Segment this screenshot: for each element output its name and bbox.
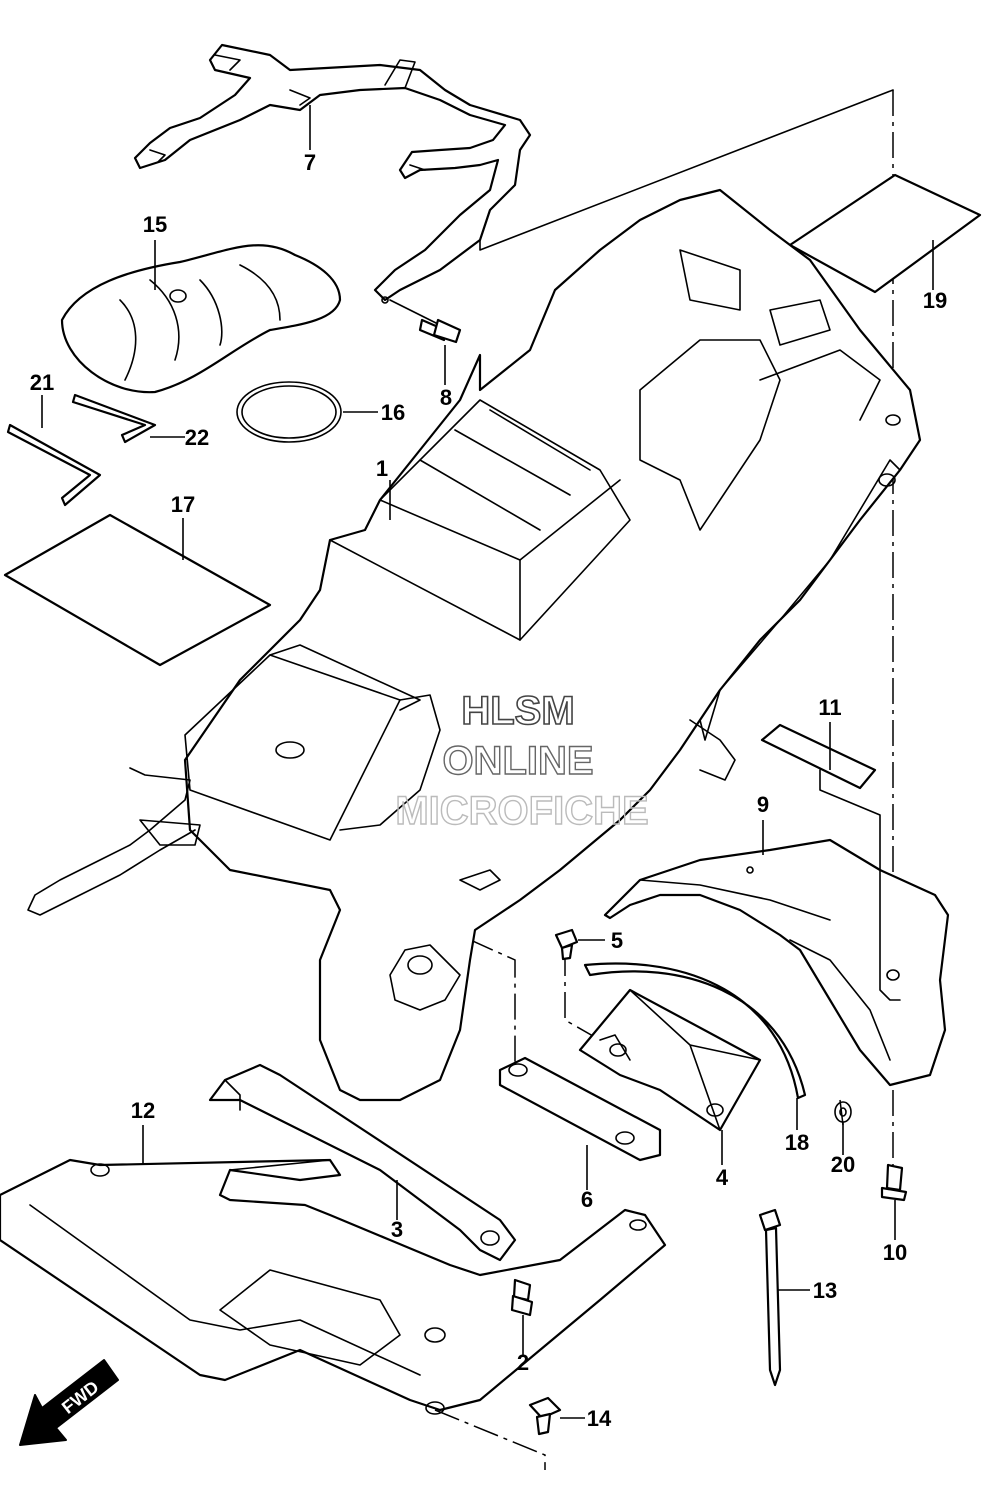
hex-wrench-22[interactable] [71, 393, 157, 444]
watermark-line1: HLSM [461, 689, 574, 733]
callout-22: 22 [185, 425, 209, 450]
bracket-6[interactable] [498, 1056, 662, 1162]
callout-5: 5 [611, 928, 623, 953]
callout-10: 10 [883, 1240, 907, 1265]
mudguard-stay-3[interactable] [208, 1063, 517, 1262]
rear-fender[interactable] [27, 188, 922, 1102]
callout-7: 7 [304, 150, 316, 175]
callout-21: 21 [30, 370, 54, 395]
watermark-line2: ONLINE [442, 739, 593, 783]
callout-2: 2 [517, 1350, 529, 1375]
callout-17: 17 [171, 492, 195, 517]
callout-16: 16 [381, 400, 405, 425]
push-rivet-5[interactable] [554, 928, 579, 961]
fwd-arrow-icon: FWD [19, 1359, 119, 1446]
bolt-8[interactable] [389, 299, 462, 344]
callout-4: 4 [716, 1165, 729, 1190]
callout-1: 1 [376, 456, 388, 481]
callout-20: 20 [831, 1152, 855, 1177]
seat-cover[interactable] [60, 244, 342, 394]
callout-19: 19 [923, 288, 947, 313]
label-11[interactable] [760, 723, 877, 790]
owner-sheet-17[interactable] [3, 513, 272, 667]
callout-9: 9 [757, 792, 769, 817]
push-rivet-14[interactable] [528, 1396, 562, 1436]
bolt-2[interactable] [510, 1278, 534, 1317]
hex-wrench-21[interactable] [6, 423, 102, 507]
callout-14: 14 [587, 1406, 612, 1431]
label-sheet-19[interactable] [788, 173, 982, 294]
watermark: HLSM ONLINE MICROFICHE [395, 688, 650, 834]
rubber-strip-18[interactable] [583, 962, 807, 1100]
grab-handle-carrier[interactable] [133, 43, 532, 304]
cable-tie-13[interactable] [758, 1208, 782, 1387]
under-cover-12[interactable] [0, 1158, 667, 1415]
callout-13: 13 [813, 1278, 837, 1303]
callout-8: 8 [440, 385, 452, 410]
bracket-4[interactable] [578, 988, 762, 1132]
callout-6: 6 [581, 1187, 593, 1212]
callout-11: 11 [818, 695, 841, 720]
callout-labels: 1 2 3 4 5 6 7 8 9 10 11 12 13 14 15 16 1… [30, 150, 947, 1431]
watermark-line3: MICROFICHE [395, 789, 648, 833]
callout-3: 3 [391, 1217, 403, 1242]
rear-fender-lower[interactable] [603, 838, 950, 1087]
o-ring[interactable] [236, 381, 342, 443]
callout-12: 12 [131, 1098, 155, 1123]
leader-lines [41, 105, 934, 1419]
callout-15: 15 [143, 212, 167, 237]
bolt-10[interactable] [880, 1163, 908, 1202]
callout-18: 18 [785, 1130, 809, 1155]
